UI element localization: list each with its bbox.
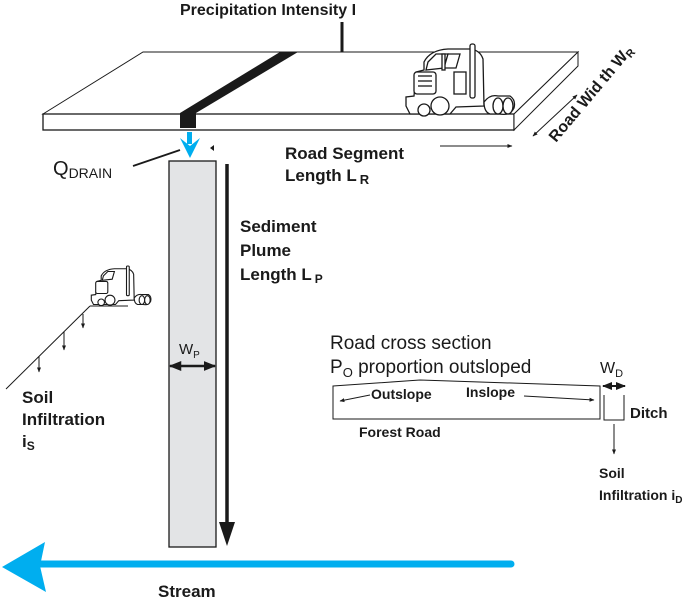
stream-arrow [2,542,515,592]
ditch-label: Ditch [630,405,668,422]
cross-section-title-line1: Road cross section [330,333,492,354]
drain-culvert [180,52,298,128]
ditch-infiltration-line1: Soil [599,465,625,481]
plume-width-label: WP [179,341,200,361]
sediment-plume [168,160,217,548]
semi-truck-icon [405,43,516,117]
road-segment-label-line1: Road Segment [285,144,404,163]
title-precipitation-intensity: Precipitation Intensity I [180,2,356,19]
semi-truck-icon-small [90,265,152,307]
ditch-width-label: WD [600,360,623,380]
plume-label-line2: Plume [240,241,291,260]
inslope-arrow [523,395,595,402]
hillslope-infiltration-line3: iS [22,432,35,453]
plume-length-arrow [219,164,235,546]
road-width-arrow [532,94,578,137]
cross-section-title-line2: PO proportion outsloped [330,357,531,380]
outslope-label: Outslope [371,386,432,402]
inslope-label: Inslope [466,384,515,400]
ditch-infiltration-line2: Infiltration iD [599,487,682,506]
drain-leader-line [132,149,181,167]
ditch [603,395,625,421]
hillslope-infiltration-line1: Soil [22,388,53,407]
drain-arrow [180,132,200,158]
tick-mark [210,145,214,151]
hillslope [5,305,128,390]
road-slab [41,50,580,132]
hillslope-infiltration-line2: Infiltration [22,410,105,429]
forest-road-label: Forest Road [359,424,441,440]
cross-section-road [332,379,601,420]
outslope-arrow [339,394,371,403]
drain-label: QDRAIN [53,158,112,181]
plume-label-line1: Sediment [240,217,317,236]
stream-label: Stream [158,582,216,599]
